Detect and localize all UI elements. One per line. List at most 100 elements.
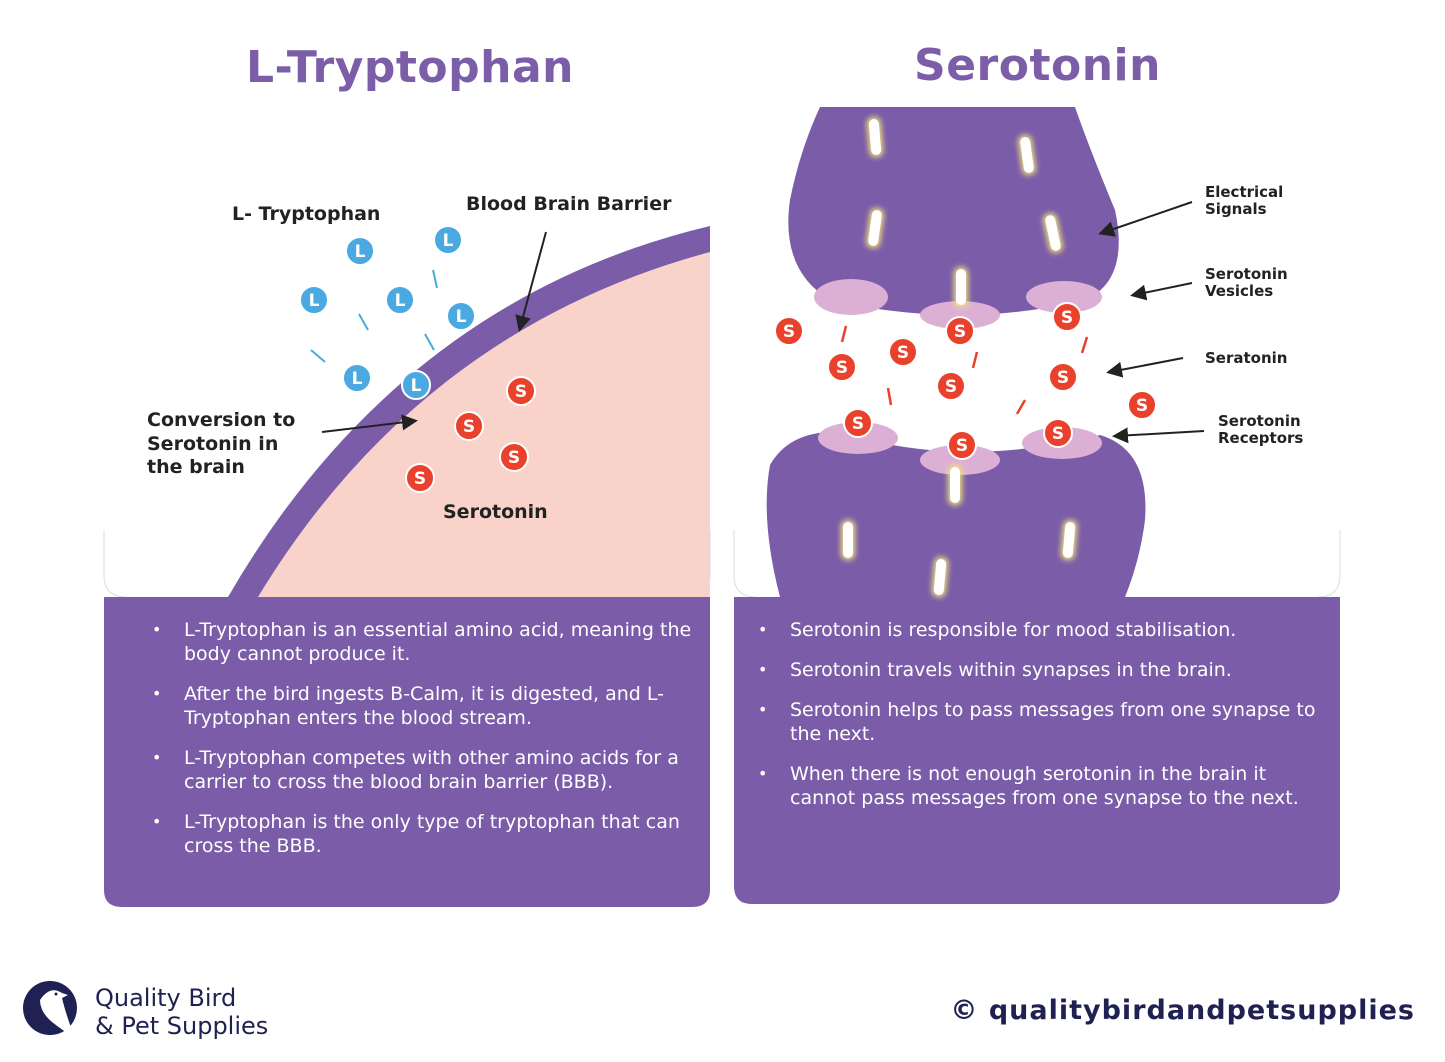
svg-text:S: S bbox=[1136, 396, 1148, 416]
label-conversion-1: Conversion to bbox=[147, 409, 295, 431]
serotonin-molecule: S bbox=[888, 337, 918, 367]
label-electrical-2: Signals bbox=[1205, 200, 1267, 218]
label-conversion-2: Serotonin in bbox=[147, 433, 278, 455]
serotonin-molecule: S bbox=[1052, 302, 1082, 332]
svg-text:S: S bbox=[1061, 308, 1073, 328]
arrow-icon bbox=[432, 269, 438, 289]
label-conversion-3: the brain bbox=[147, 456, 245, 478]
arrow-icon bbox=[358, 313, 369, 331]
electrical-signal bbox=[948, 465, 962, 505]
left-bullet: L-Tryptophan is an essential amino acid,… bbox=[152, 618, 692, 666]
svg-text:S: S bbox=[956, 436, 968, 456]
svg-text:S: S bbox=[954, 322, 966, 342]
electrical-signal bbox=[1060, 519, 1078, 561]
serotonin-molecule: S bbox=[454, 411, 484, 441]
l-tryptophan-molecule: L bbox=[446, 301, 476, 331]
electrical-signal bbox=[1018, 134, 1036, 176]
arrow-icon bbox=[424, 333, 435, 351]
l-tryptophan-molecule: L bbox=[345, 236, 375, 266]
conversion-pointer bbox=[321, 414, 418, 433]
svg-text:L: L bbox=[456, 307, 467, 327]
right-bullet: Serotonin is responsible for mood stabil… bbox=[758, 618, 1328, 642]
serotonin-molecule: S bbox=[827, 352, 857, 382]
label-receptors-1: Serotonin bbox=[1218, 412, 1301, 430]
arrow-icon bbox=[886, 387, 893, 406]
bird-logo bbox=[23, 981, 77, 1038]
vesicles-pointer bbox=[1130, 282, 1193, 301]
svg-text:S: S bbox=[515, 382, 527, 402]
svg-text:S: S bbox=[1052, 424, 1064, 444]
svg-text:S: S bbox=[945, 377, 957, 397]
serotonin-molecule: S bbox=[499, 442, 529, 472]
left-bullet: L-Tryptophan is the only type of tryptop… bbox=[152, 810, 692, 858]
electrical-signal bbox=[866, 116, 884, 158]
right-bullet: Serotonin travels within synapses in the… bbox=[758, 658, 1328, 682]
label-receptors-2: Receptors bbox=[1218, 429, 1303, 447]
svg-text:S: S bbox=[414, 469, 426, 489]
right-card-edge bbox=[733, 530, 1341, 598]
l-tryptophan-molecule: L bbox=[299, 285, 329, 315]
electrical-signal bbox=[866, 207, 884, 249]
electrical-signal bbox=[841, 520, 855, 560]
serotonin-molecule: S bbox=[1127, 390, 1157, 420]
serotonin-molecule: S bbox=[1048, 362, 1078, 392]
electrical-signal bbox=[931, 556, 949, 598]
left-bullet: L-Tryptophan competes with other amino a… bbox=[152, 746, 692, 794]
arrow-icon bbox=[1015, 399, 1027, 415]
arrow-icon bbox=[1080, 336, 1089, 354]
blood-brain-barrier bbox=[228, 226, 710, 597]
seratonin-pointer bbox=[1106, 357, 1184, 378]
svg-text:S: S bbox=[508, 448, 520, 468]
arrow-icon bbox=[971, 351, 979, 369]
left-title: L-Tryptophan bbox=[246, 42, 574, 93]
serotonin-molecule: S bbox=[774, 316, 804, 346]
serotonin-molecule: S bbox=[947, 430, 977, 460]
bbb-pointer bbox=[515, 231, 547, 332]
electrical-signal bbox=[954, 267, 968, 307]
serotonin-molecule: S bbox=[506, 376, 536, 406]
svg-text:L: L bbox=[411, 376, 422, 396]
l-tryptophan-molecule: L bbox=[385, 285, 415, 315]
label-vesicles-2: Vesicles bbox=[1205, 282, 1273, 300]
label-l-tryptophan: L- Tryptophan bbox=[232, 203, 380, 225]
copyright: © qualitybirdandpetsupplies bbox=[950, 995, 1415, 1026]
serotonin-molecule: S bbox=[945, 316, 975, 346]
label-seratonin: Seratonin bbox=[1205, 349, 1287, 367]
vesicle bbox=[920, 301, 1000, 329]
right-bullet: When there is not enough serotonin in th… bbox=[758, 762, 1328, 810]
label-vesicles-1: Serotonin bbox=[1205, 265, 1288, 283]
label-serotonin: Serotonin bbox=[443, 501, 548, 523]
brain-region bbox=[258, 250, 710, 597]
postsynaptic-neuron bbox=[766, 431, 1146, 597]
electrical-signal bbox=[1043, 213, 1063, 253]
svg-text:S: S bbox=[463, 417, 475, 437]
right-bullet-list: Serotonin is responsible for mood stabil… bbox=[758, 618, 1328, 826]
svg-text:S: S bbox=[852, 414, 864, 434]
brand-line-1: Quality Bird bbox=[95, 984, 237, 1012]
right-bullet: Serotonin helps to pass messages from on… bbox=[758, 698, 1328, 746]
brand-line-2: & Pet Supplies bbox=[95, 1012, 269, 1040]
label-bbb: Blood Brain Barrier bbox=[466, 193, 672, 215]
svg-text:L: L bbox=[355, 242, 366, 262]
serotonin-molecule: S bbox=[936, 371, 966, 401]
label-electrical-1: Electrical bbox=[1205, 183, 1283, 201]
svg-text:L: L bbox=[395, 291, 406, 311]
svg-text:L: L bbox=[309, 291, 320, 311]
electrical-pointer bbox=[1098, 201, 1193, 237]
vesicle bbox=[1026, 281, 1102, 313]
svg-text:S: S bbox=[783, 322, 795, 342]
arrow-icon bbox=[840, 325, 848, 343]
l-tryptophan-molecule: L bbox=[433, 225, 463, 255]
svg-text:L: L bbox=[352, 369, 363, 389]
receptors-pointer bbox=[1112, 427, 1205, 444]
vesicle bbox=[814, 279, 888, 315]
serotonin-molecule: S bbox=[843, 408, 873, 438]
serotonin-molecule: S bbox=[405, 463, 435, 493]
serotonin-molecule: S bbox=[1043, 418, 1073, 448]
vesicle bbox=[920, 445, 1000, 475]
presynaptic-neuron bbox=[788, 107, 1119, 315]
l-tryptophan-molecule: L bbox=[401, 370, 431, 400]
left-bullet: After the bird ingests B-Calm, it is dig… bbox=[152, 682, 692, 730]
l-tryptophan-molecule: L bbox=[342, 363, 372, 393]
